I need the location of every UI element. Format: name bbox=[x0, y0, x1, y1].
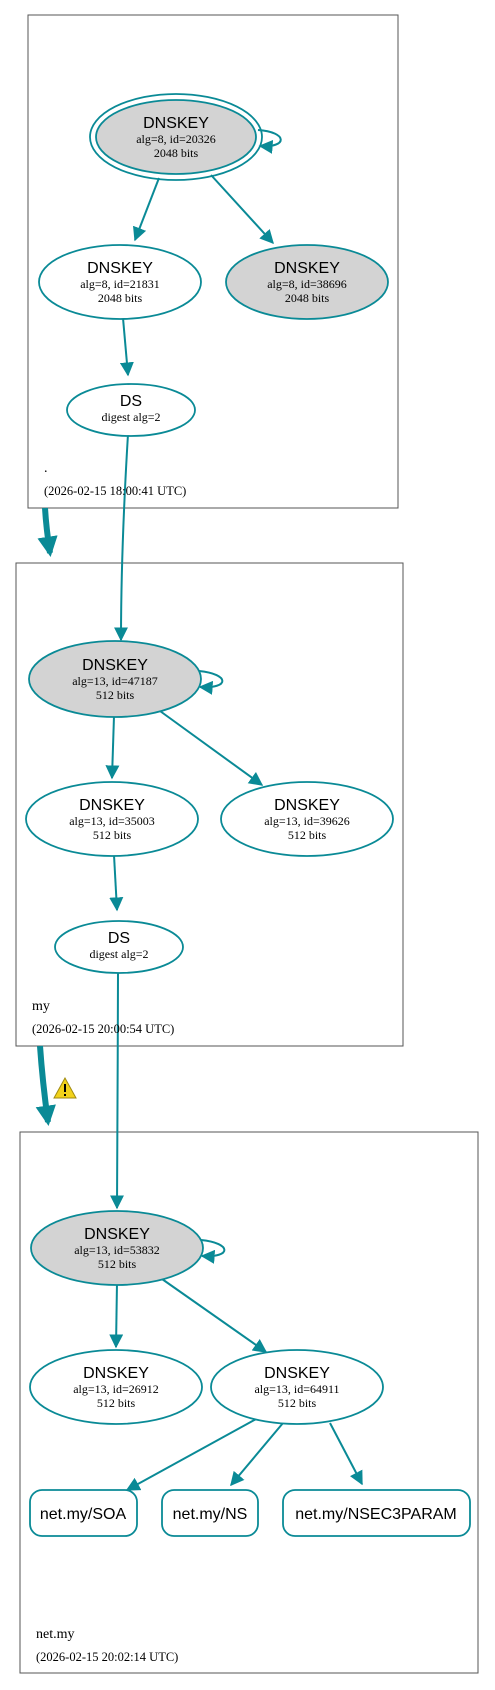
edge-root-ksk-to-zsk1 bbox=[133, 177, 160, 242]
zone-my-name: my bbox=[32, 999, 50, 1014]
node-line1: alg=13, id=26912 bbox=[73, 1382, 159, 1396]
node-title: DS bbox=[108, 930, 130, 947]
node-my-ksk[interactable]: DNSKEY alg=13, id=47187 512 bits bbox=[28, 640, 202, 718]
node-line2: 512 bits bbox=[98, 1257, 137, 1271]
zone-root-timestamp: (2026-02-15 18:00:41 UTC) bbox=[44, 484, 186, 498]
node-line1: alg=13, id=35003 bbox=[69, 814, 155, 828]
node-line1: alg=13, id=53832 bbox=[74, 1243, 160, 1257]
zone-netmy-timestamp: (2026-02-15 20:02:14 UTC) bbox=[36, 1650, 178, 1664]
node-root-ksk[interactable]: DNSKEY alg=8, id=20326 2048 bits bbox=[89, 93, 263, 181]
node-line2: 512 bits bbox=[97, 1396, 136, 1410]
edge-netmy-ksk-self bbox=[200, 1239, 226, 1264]
edge-my-ksk-self bbox=[198, 670, 224, 695]
edge-my-ds-to-netmy-ksk bbox=[110, 971, 125, 1210]
warning-icon[interactable] bbox=[53, 1076, 77, 1099]
node-title: DS bbox=[120, 393, 142, 410]
node-line1: digest alg=2 bbox=[101, 410, 160, 424]
node-line1: alg=13, id=47187 bbox=[72, 674, 158, 688]
node-netmy-zsk2[interactable]: DNSKEY alg=13, id=64911 512 bits bbox=[210, 1349, 384, 1425]
record-netmy-nsec3param[interactable]: net.my/NSEC3PARAM bbox=[282, 1489, 471, 1537]
delegation-my-to-netmy bbox=[35, 1045, 56, 1127]
node-line1: alg=13, id=64911 bbox=[254, 1382, 339, 1396]
zone-my-box bbox=[15, 562, 404, 1047]
node-title: DNSKEY bbox=[143, 115, 209, 132]
edge-my-ksk-to-zsk2 bbox=[159, 710, 264, 786]
node-title: DNSKEY bbox=[82, 657, 148, 674]
edge-netmy-ksk-to-zsk1 bbox=[109, 1281, 124, 1349]
node-my-zsk1[interactable]: DNSKEY alg=13, id=35003 512 bits bbox=[25, 781, 199, 857]
node-title: DNSKEY bbox=[274, 797, 340, 814]
record-label: net.my/NSEC3PARAM bbox=[295, 1506, 457, 1523]
edge-root-ksk-self bbox=[257, 129, 282, 154]
node-netmy-zsk1[interactable]: DNSKEY alg=13, id=26912 512 bits bbox=[29, 1349, 203, 1425]
node-title: DNSKEY bbox=[84, 1226, 150, 1243]
node-line2: 512 bits bbox=[93, 828, 132, 842]
zone-root-box bbox=[27, 14, 399, 509]
record-label: net.my/SOA bbox=[40, 1506, 127, 1523]
zone-my-timestamp: (2026-02-15 20:00:54 UTC) bbox=[32, 1022, 174, 1036]
node-my-zsk2[interactable]: DNSKEY alg=13, id=39626 512 bits bbox=[220, 781, 394, 857]
edge-root-ds-to-my-ksk bbox=[114, 433, 129, 642]
node-line1: alg=13, id=39626 bbox=[264, 814, 350, 828]
node-line2: 512 bits bbox=[96, 688, 135, 702]
node-root-zsk2[interactable]: DNSKEY alg=8, id=38696 2048 bits bbox=[225, 244, 389, 320]
edge-netmy-zsk2-to-ns bbox=[230, 1422, 284, 1487]
node-title: DNSKEY bbox=[83, 1365, 149, 1382]
edge-netmy-ksk-to-zsk2 bbox=[161, 1278, 268, 1353]
node-line1: alg=8, id=20326 bbox=[136, 132, 216, 146]
node-line2: 512 bits bbox=[278, 1396, 317, 1410]
edge-root-zsk1-to-ds bbox=[119, 317, 134, 377]
edge-my-ksk-to-zsk1 bbox=[105, 715, 120, 780]
zone-netmy-name: net.my bbox=[36, 1627, 75, 1642]
node-line2: 512 bits bbox=[288, 828, 327, 842]
node-line1: digest alg=2 bbox=[89, 947, 148, 961]
edge-netmy-zsk2-to-soa bbox=[125, 1417, 259, 1491]
node-title: DNSKEY bbox=[87, 260, 153, 277]
node-line2: 2048 bits bbox=[98, 291, 143, 305]
node-my-ds[interactable]: DS digest alg=2 bbox=[54, 920, 184, 974]
node-line1: alg=8, id=21831 bbox=[80, 277, 160, 291]
node-line1: alg=8, id=38696 bbox=[267, 277, 347, 291]
record-label: net.my/NS bbox=[173, 1506, 248, 1523]
edge-root-ksk-to-zsk2 bbox=[210, 174, 274, 245]
node-root-zsk1[interactable]: DNSKEY alg=8, id=21831 2048 bits bbox=[38, 244, 202, 320]
node-line2: 2048 bits bbox=[285, 291, 330, 305]
zone-netmy-box bbox=[19, 1131, 479, 1674]
node-title: DNSKEY bbox=[264, 1365, 330, 1382]
edge-my-zsk1-to-ds bbox=[109, 854, 124, 912]
node-line2: 2048 bits bbox=[154, 146, 199, 160]
node-netmy-ksk[interactable]: DNSKEY alg=13, id=53832 512 bits bbox=[30, 1210, 204, 1286]
edge-netmy-zsk2-to-nsec3param bbox=[329, 1422, 363, 1486]
zone-root-name: . bbox=[44, 461, 48, 476]
record-netmy-ns[interactable]: net.my/NS bbox=[161, 1489, 259, 1537]
record-netmy-soa[interactable]: net.my/SOA bbox=[29, 1489, 138, 1537]
node-title: DNSKEY bbox=[79, 797, 145, 814]
node-root-ds[interactable]: DS digest alg=2 bbox=[66, 383, 196, 437]
node-title: DNSKEY bbox=[274, 260, 340, 277]
delegation-root-to-my bbox=[37, 507, 58, 558]
